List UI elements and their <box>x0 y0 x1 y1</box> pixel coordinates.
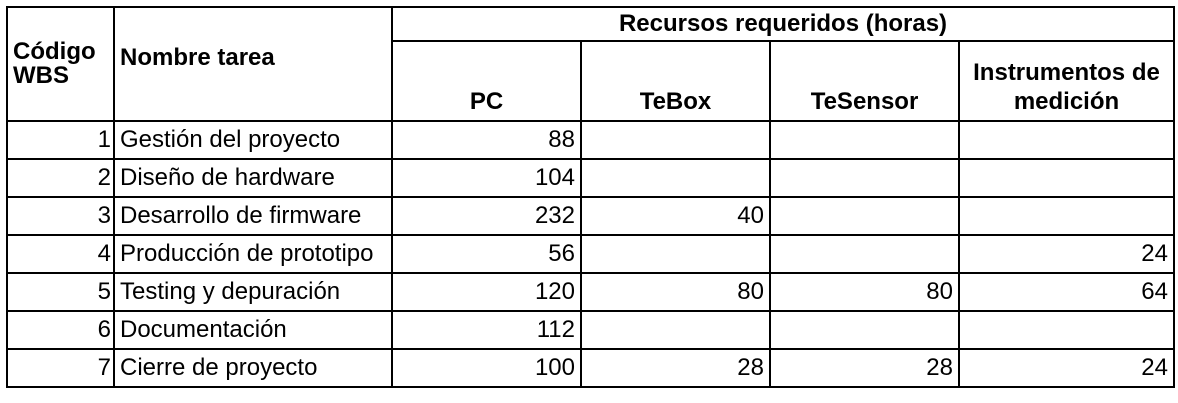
cell-code: 5 <box>6 272 115 312</box>
cell-tebox: 40 <box>580 196 771 236</box>
cell-pc: 100 <box>391 348 582 388</box>
cell-tebox <box>580 120 771 160</box>
cell-pc: 104 <box>391 158 582 198</box>
cell-pc: 120 <box>391 272 582 312</box>
cell-instrumentos: 64 <box>958 272 1175 312</box>
cell-pc: 232 <box>391 196 582 236</box>
cell-tesensor <box>769 310 960 350</box>
cell-task: Producción de prototipo <box>113 234 393 274</box>
cell-instrumentos <box>958 310 1175 350</box>
cell-tesensor <box>769 234 960 274</box>
cell-task: Cierre de proyecto <box>113 348 393 388</box>
cell-tebox: 28 <box>580 348 771 388</box>
cell-code: 7 <box>6 348 115 388</box>
table-row: 2 Diseño de hardware 104 <box>6 158 1175 198</box>
wbs-resources-table: Código WBS Nombre tarea Recursos requeri… <box>6 6 1175 388</box>
cell-tesensor <box>769 196 960 236</box>
table-row: 6 Documentación 112 <box>6 310 1175 350</box>
table-row: 4 Producción de prototipo 56 24 <box>6 234 1175 274</box>
cell-task: Desarrollo de firmware <box>113 196 393 236</box>
cell-tebox <box>580 234 771 274</box>
cell-code: 3 <box>6 196 115 236</box>
cell-task: Documentación <box>113 310 393 350</box>
header-tesensor: TeSensor <box>769 40 960 122</box>
cell-instrumentos: 24 <box>958 348 1175 388</box>
table-row: 3 Desarrollo de firmware 232 40 <box>6 196 1175 236</box>
cell-instrumentos <box>958 158 1175 198</box>
header-row-columns: PC TeBox TeSensor Instrumentos de medici… <box>7 40 1175 122</box>
cell-code: 4 <box>6 234 115 274</box>
cell-tesensor <box>769 120 960 160</box>
header-pc: PC <box>391 40 582 122</box>
header-tebox: TeBox <box>580 40 771 122</box>
cell-code: 1 <box>6 120 115 160</box>
header-task-name: Nombre tarea <box>113 6 393 122</box>
cell-tebox <box>580 158 771 198</box>
cell-code: 6 <box>6 310 115 350</box>
cell-pc: 112 <box>391 310 582 350</box>
cell-instrumentos <box>958 196 1175 236</box>
cell-tesensor <box>769 158 960 198</box>
cell-pc: 56 <box>391 234 582 274</box>
cell-tesensor: 80 <box>769 272 960 312</box>
cell-tebox: 80 <box>580 272 771 312</box>
cell-instrumentos <box>958 120 1175 160</box>
cell-tesensor: 28 <box>769 348 960 388</box>
cell-instrumentos: 24 <box>958 234 1175 274</box>
cell-pc: 88 <box>391 120 582 160</box>
cell-task: Testing y depuración <box>113 272 393 312</box>
header-instrumentos: Instrumentos de medición <box>958 40 1175 122</box>
table-row: 1 Gestión del proyecto 88 <box>6 120 1175 160</box>
cell-tebox <box>580 310 771 350</box>
header-resources-group: Recursos requeridos (horas) <box>391 6 1175 42</box>
cell-task: Diseño de hardware <box>113 158 393 198</box>
cell-task: Gestión del proyecto <box>113 120 393 160</box>
table-row: 5 Testing y depuración 120 80 80 64 <box>6 272 1175 312</box>
header-row-top: Código WBS Nombre tarea Recursos requeri… <box>6 6 1175 122</box>
table-row: 7 Cierre de proyecto 100 28 28 24 <box>6 348 1175 388</box>
cell-code: 2 <box>6 158 115 198</box>
header-code-wbs: Código WBS <box>6 6 115 122</box>
